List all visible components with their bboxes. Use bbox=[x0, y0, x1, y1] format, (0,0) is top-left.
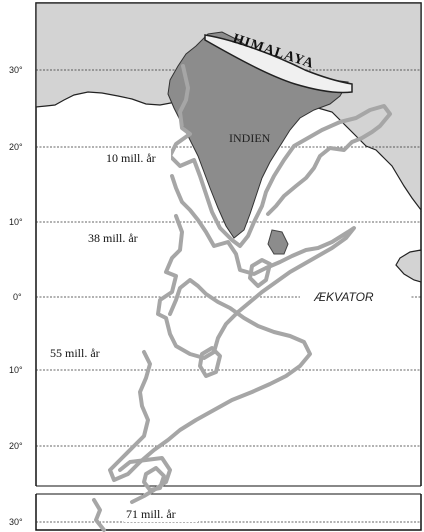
map-break-band bbox=[30, 486, 424, 494]
fragment-b bbox=[198, 346, 222, 378]
lat-label-30n: 30° bbox=[9, 65, 23, 75]
equator-label-bg bbox=[306, 289, 410, 305]
age-label-bg-10 bbox=[101, 150, 171, 166]
lat-label-0: 0° bbox=[13, 292, 22, 302]
outline-55-mill bbox=[108, 278, 312, 482]
lat-label-20s: 20° bbox=[9, 441, 23, 451]
lat-label-10s: 10° bbox=[9, 365, 23, 375]
equator-label: ÆKVATOR bbox=[313, 290, 374, 304]
age-label-bg-55 bbox=[46, 345, 122, 361]
india-label: INDIEN bbox=[229, 131, 271, 145]
se-asia-land bbox=[395, 249, 422, 283]
age-label-bg-71 bbox=[124, 506, 198, 522]
fragment-a bbox=[248, 258, 272, 288]
lat-label-20n: 20° bbox=[9, 142, 23, 152]
age-label-55-mill: 55 mill. år bbox=[50, 346, 100, 360]
himalaya-band bbox=[204, 34, 353, 94]
lat-label-30s: 30° bbox=[9, 517, 23, 527]
age-label-71-mill: 71 mill. år bbox=[126, 507, 176, 521]
sri-lanka bbox=[267, 229, 289, 255]
lat-label-10n: 10° bbox=[9, 217, 23, 227]
fragment-c bbox=[142, 466, 166, 492]
outline-38-mill bbox=[156, 174, 356, 360]
age-label-38-mill: 38 mill. år bbox=[88, 231, 138, 245]
age-label-10-mill: 10 mill. år bbox=[106, 151, 156, 165]
age-label-bg-38 bbox=[84, 230, 158, 246]
paleo-outlines bbox=[92, 64, 392, 532]
outline-71-mill bbox=[92, 456, 172, 532]
